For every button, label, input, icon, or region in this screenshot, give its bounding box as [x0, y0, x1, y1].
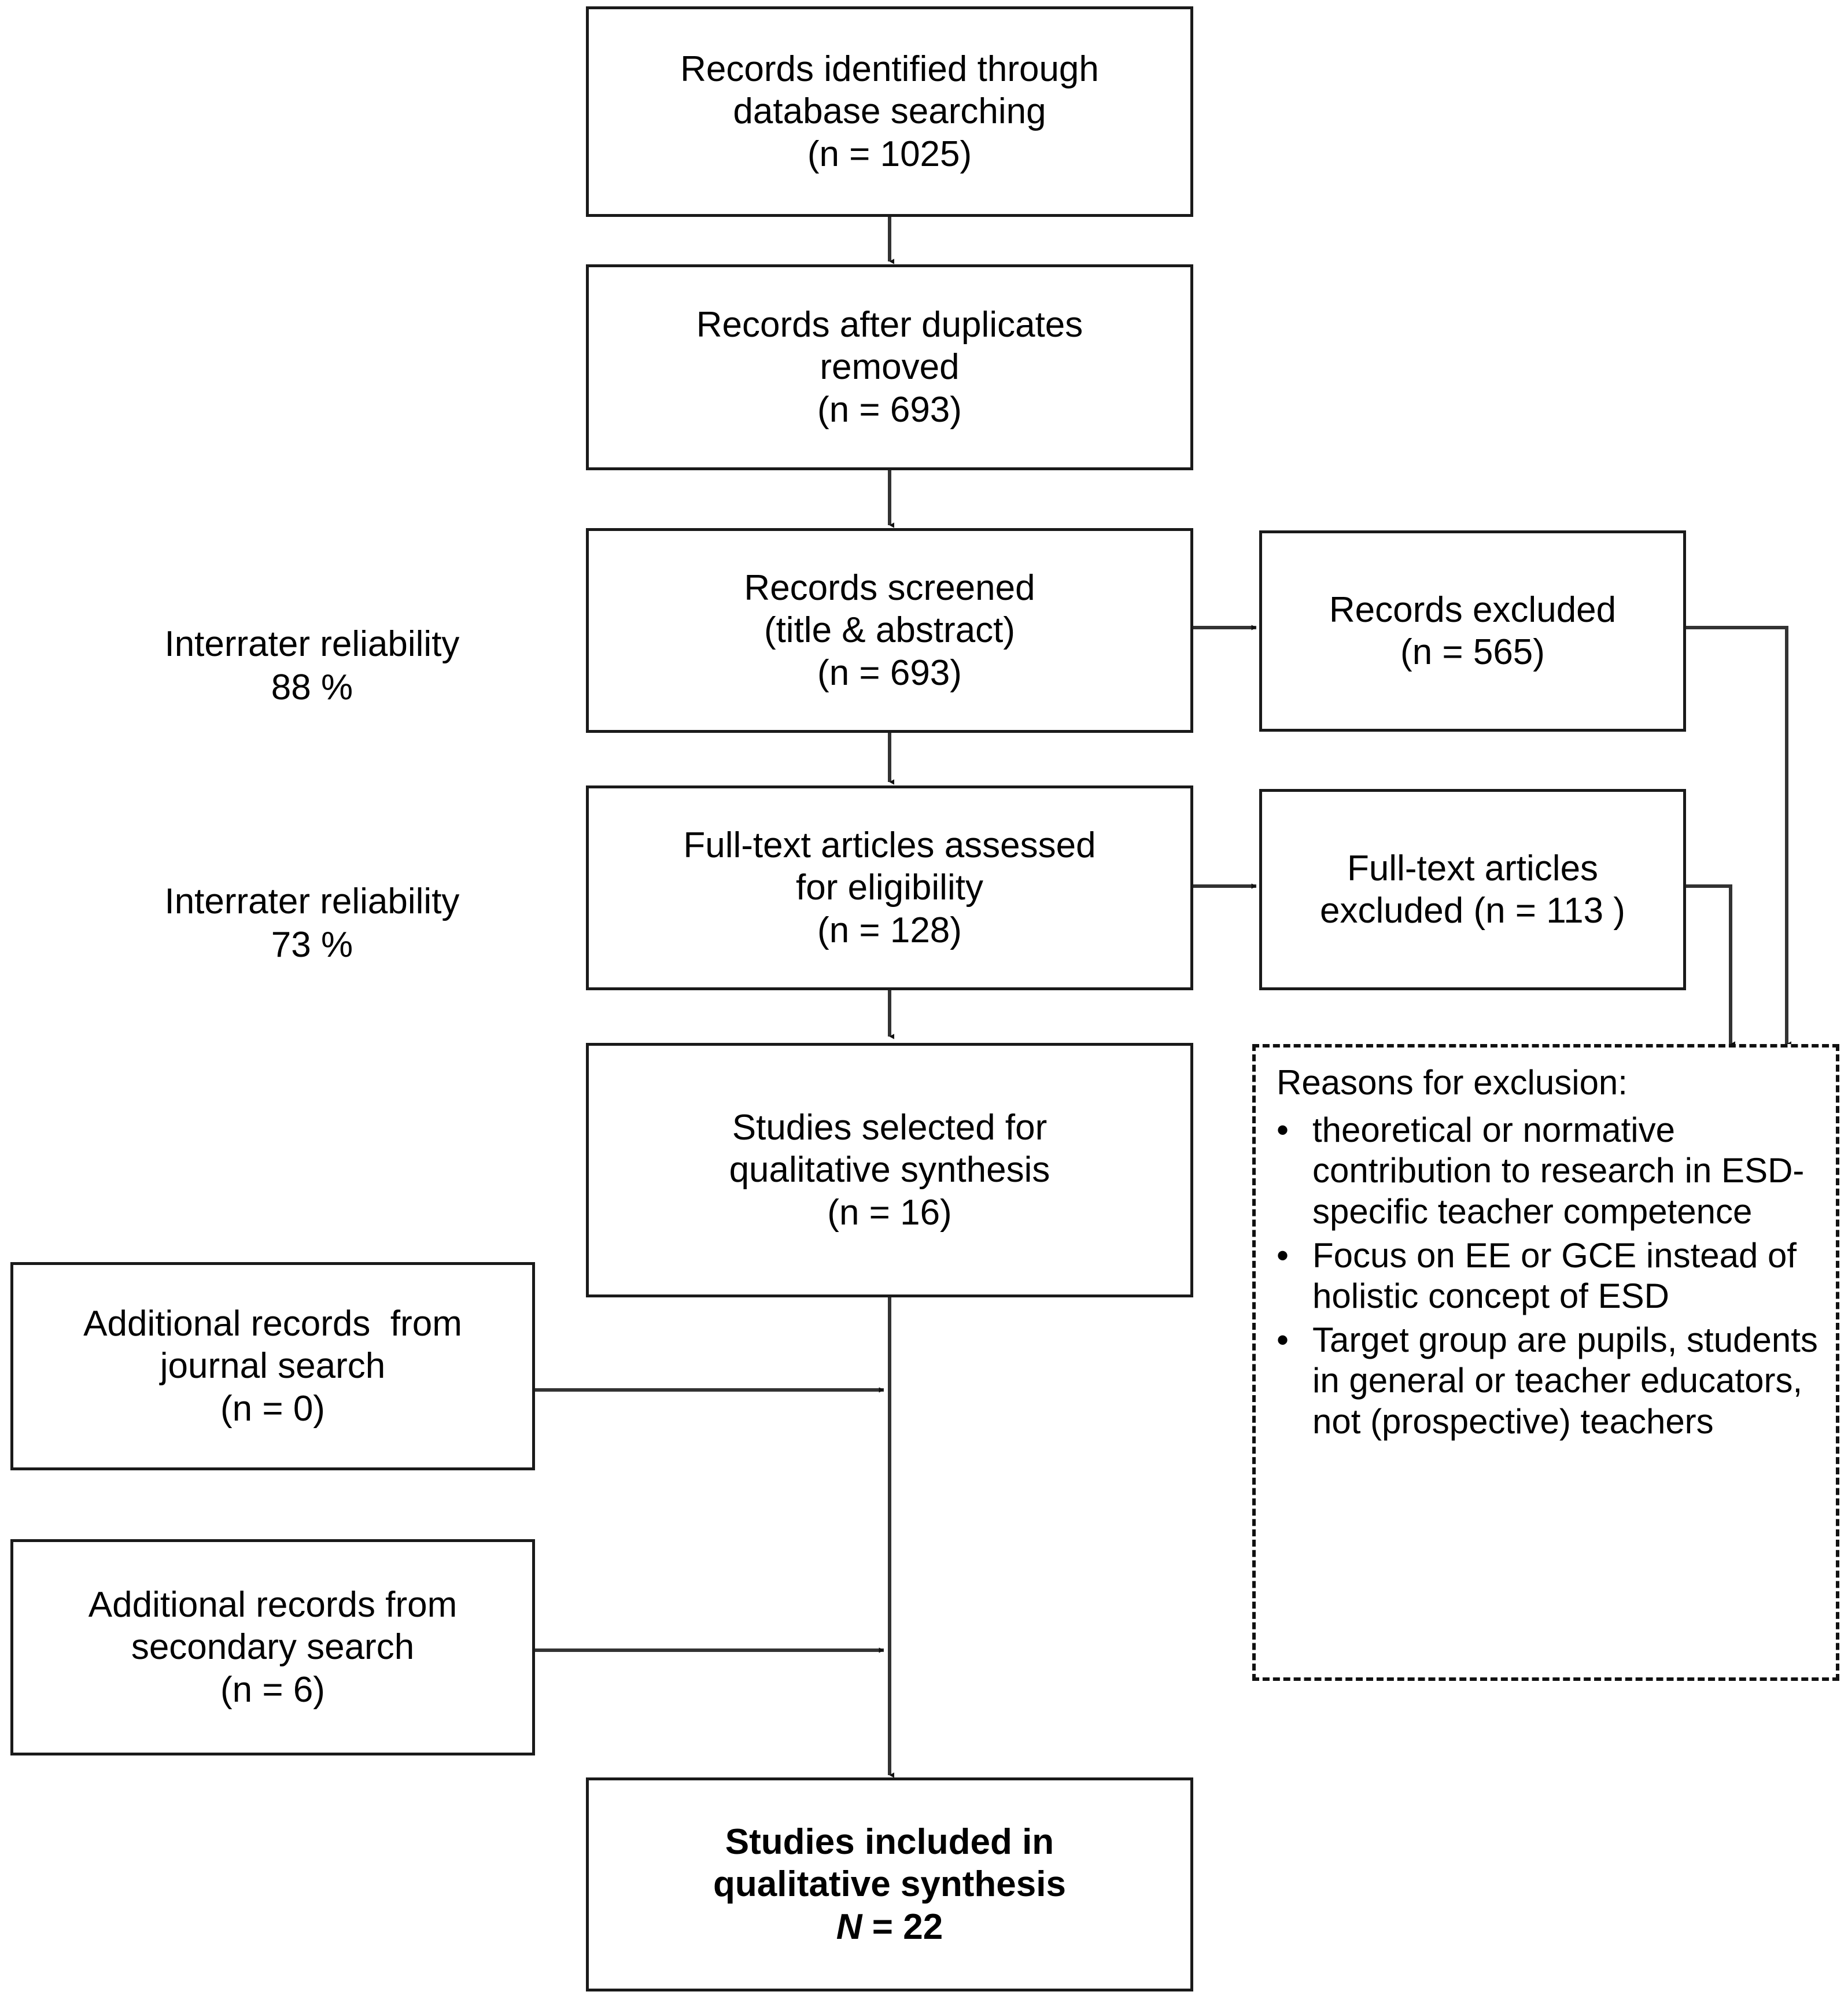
total-symbol: N: [836, 1906, 862, 1947]
node-studies-included: Studies included in qualitative synthesi…: [586, 1777, 1193, 1991]
total-value: = 22: [862, 1906, 943, 1947]
node-line: Studies selected for: [732, 1108, 1047, 1148]
node-line: (n = 693): [817, 389, 962, 430]
node-line: journal search: [160, 1346, 386, 1386]
label-line: 73 %: [271, 925, 353, 965]
node-line: Additional records from: [88, 1585, 458, 1625]
bullet-icon: •: [1277, 1235, 1289, 1275]
node-records-identified: Records identified through database sear…: [586, 6, 1193, 217]
node-line: qualitative synthesis: [713, 1864, 1066, 1905]
node-line: Records excluded: [1329, 589, 1617, 630]
reasons-title: Reasons for exclusion:: [1277, 1063, 1628, 1102]
node-studies-selected: Studies selected for qualitative synthes…: [586, 1043, 1193, 1297]
bullet-icon: •: [1277, 1321, 1289, 1360]
node-line: secondary search: [131, 1627, 415, 1668]
node-fulltext-excluded: Full-text articles excluded (n = 113 ): [1259, 789, 1686, 990]
node-records-screened: Records screened (title & abstract) (n =…: [586, 528, 1193, 733]
node-line: (n = 1025): [807, 134, 972, 174]
node-line: (title & abstract): [763, 610, 1016, 651]
node-additional-records-journal: Additional records from journal search (…: [10, 1262, 535, 1470]
node-line: Records after duplicates: [696, 305, 1083, 345]
reason-text: theoretical or normative contribution to…: [1312, 1111, 1805, 1231]
node-line: Studies included in: [725, 1822, 1054, 1862]
node-line: Records screened: [744, 568, 1035, 608]
node-line-total: N = 22: [836, 1906, 943, 1948]
node-line: removed: [820, 347, 960, 388]
node-line: Records identified through: [680, 49, 1099, 90]
reason-list-item: • theoretical or normative contribution …: [1277, 1110, 1821, 1232]
reason-list-item: • Focus on EE or GCE instead of holistic…: [1277, 1235, 1821, 1316]
node-line: database searching: [733, 91, 1046, 132]
node-line: for eligibility: [796, 868, 983, 908]
node-line: (n = 565): [1400, 632, 1545, 672]
node-line: qualitative synthesis: [729, 1150, 1050, 1190]
reason-text: Target group are pupils, students in gen…: [1312, 1321, 1818, 1441]
label-line: Interrater reliability: [164, 624, 460, 664]
node-line: Full-text articles: [1347, 848, 1599, 888]
connector-fulltext-excluded-to-reasons: [1686, 884, 1736, 1047]
node-records-excluded: Records excluded (n = 565): [1259, 530, 1686, 732]
node-line: Full-text articles assessed: [683, 825, 1096, 866]
node-additional-records-secondary: Additional records from secondary search…: [10, 1539, 535, 1755]
node-line: (n = 16): [827, 1192, 952, 1233]
node-line: (n = 0): [220, 1388, 325, 1429]
label-line: 88 %: [271, 667, 353, 708]
node-records-after-duplicates: Records after duplicates removed (n = 69…: [586, 264, 1193, 470]
reason-list-item: • Target group are pupils, students in g…: [1277, 1320, 1821, 1442]
label-line: Interrater reliability: [164, 881, 460, 921]
bullet-icon: •: [1277, 1111, 1289, 1150]
node-line: (n = 6): [220, 1669, 325, 1710]
connector-records-excluded-to-reasons: [1686, 626, 1792, 1047]
node-line: Additional records from: [83, 1304, 462, 1344]
node-fulltext-assessed: Full-text articles assessed for eligibil…: [586, 785, 1193, 990]
node-line: (n = 693): [817, 652, 962, 693]
label-interrater-reliability-fulltext: Interrater reliability 73 %: [64, 836, 521, 1011]
node-reasons-for-exclusion: Reasons for exclusion: • theoretical or …: [1252, 1044, 1839, 1681]
node-line: (n = 128): [817, 910, 962, 950]
reason-text: Focus on EE or GCE instead of holistic c…: [1312, 1235, 1797, 1315]
label-interrater-reliability-screening: Interrater reliability 88 %: [64, 578, 521, 754]
node-line: excluded (n = 113 ): [1320, 891, 1625, 931]
